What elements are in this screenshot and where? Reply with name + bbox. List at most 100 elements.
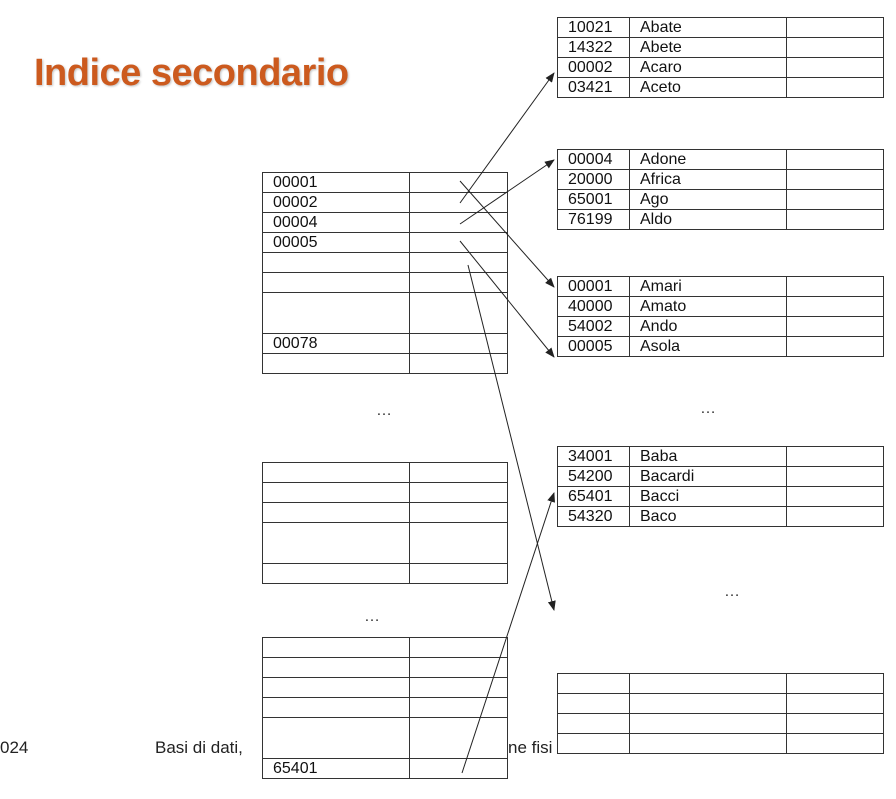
footer-topic-fragment: ne fisi	[508, 738, 553, 757]
index-key	[262, 697, 410, 718]
record-name: Africa	[629, 169, 787, 190]
index-row	[262, 717, 508, 759]
record-name: Amari	[629, 276, 787, 297]
record-extra	[786, 169, 884, 190]
index-row	[262, 252, 508, 273]
index-block-3: 65401	[262, 637, 508, 779]
index-key	[262, 563, 410, 584]
record-name: Ando	[629, 316, 787, 337]
record-extra	[786, 209, 884, 230]
data-block-5	[557, 673, 884, 754]
index-row: 00078	[262, 333, 508, 354]
record-key: 54320	[557, 506, 630, 527]
index-pointer-cell	[409, 522, 508, 564]
index-key	[262, 482, 410, 503]
index-row	[262, 677, 508, 698]
record-extra	[786, 693, 884, 714]
record-extra	[786, 316, 884, 337]
record-extra	[786, 149, 884, 170]
index-key: 00002	[262, 192, 410, 213]
record-key: 14322	[557, 37, 630, 58]
page-title: Indice secondario	[34, 52, 349, 94]
record-key: 00004	[557, 149, 630, 170]
record-key: 03421	[557, 77, 630, 98]
index-row	[262, 657, 508, 678]
record-name: Aceto	[629, 77, 787, 98]
record-name: Abate	[629, 17, 787, 38]
record-name: Acaro	[629, 57, 787, 78]
record-key: 34001	[557, 446, 630, 467]
record-extra	[786, 733, 884, 754]
record-key: 65001	[557, 189, 630, 210]
record-key: 40000	[557, 296, 630, 317]
index-pointer-cell	[409, 232, 508, 253]
record-extra	[786, 37, 884, 58]
index-pointer-cell	[409, 637, 508, 658]
index-row: 00002	[262, 192, 508, 213]
record-extra	[786, 673, 884, 694]
index-row	[262, 563, 508, 584]
record-extra	[786, 506, 884, 527]
record-extra	[786, 77, 884, 98]
index-row	[262, 272, 508, 293]
record-key: 20000	[557, 169, 630, 190]
index-row	[262, 637, 508, 658]
record-extra	[786, 446, 884, 467]
record-extra	[786, 276, 884, 297]
index-row	[262, 482, 508, 503]
record-extra	[786, 189, 884, 210]
index-pointer-cell	[409, 697, 508, 718]
record-key	[557, 693, 630, 714]
record-extra	[786, 336, 884, 357]
index-pointer-cell	[409, 272, 508, 293]
index-pointer-cell	[409, 333, 508, 354]
record-key: 10021	[557, 17, 630, 38]
record-name: Bacci	[629, 486, 787, 507]
record-extra	[786, 296, 884, 317]
index-key	[262, 462, 410, 483]
index-row: 00005	[262, 232, 508, 253]
index-key	[262, 522, 410, 564]
record-extra	[786, 713, 884, 734]
index-key	[262, 353, 410, 374]
record-name: Abete	[629, 37, 787, 58]
record-extra	[786, 486, 884, 507]
record-extra	[786, 466, 884, 487]
record-key: 00005	[557, 336, 630, 357]
record-extra	[786, 17, 884, 38]
record-name: Aldo	[629, 209, 787, 230]
index-pointer-cell	[409, 192, 508, 213]
index-key	[262, 292, 410, 334]
index-key	[262, 717, 410, 759]
footer-course-fragment: Basi di dati,	[155, 738, 243, 757]
record-key	[557, 733, 630, 754]
index-block-1: 00001 00002 00004 00005 00078	[262, 172, 508, 374]
index-row	[262, 697, 508, 718]
index-pointer-cell	[409, 657, 508, 678]
index-block-2	[262, 462, 508, 584]
record-key	[557, 713, 630, 734]
record-name: Adone	[629, 149, 787, 170]
index-pointer-cell	[409, 677, 508, 698]
record-key: 76199	[557, 209, 630, 230]
index-row: 65401	[262, 758, 508, 779]
record-name	[629, 733, 787, 754]
index-row	[262, 462, 508, 483]
record-name: Amato	[629, 296, 787, 317]
index-key	[262, 677, 410, 698]
index-pointer-cell	[409, 717, 508, 759]
record-key: 00002	[557, 57, 630, 78]
index-key: 00004	[262, 212, 410, 233]
